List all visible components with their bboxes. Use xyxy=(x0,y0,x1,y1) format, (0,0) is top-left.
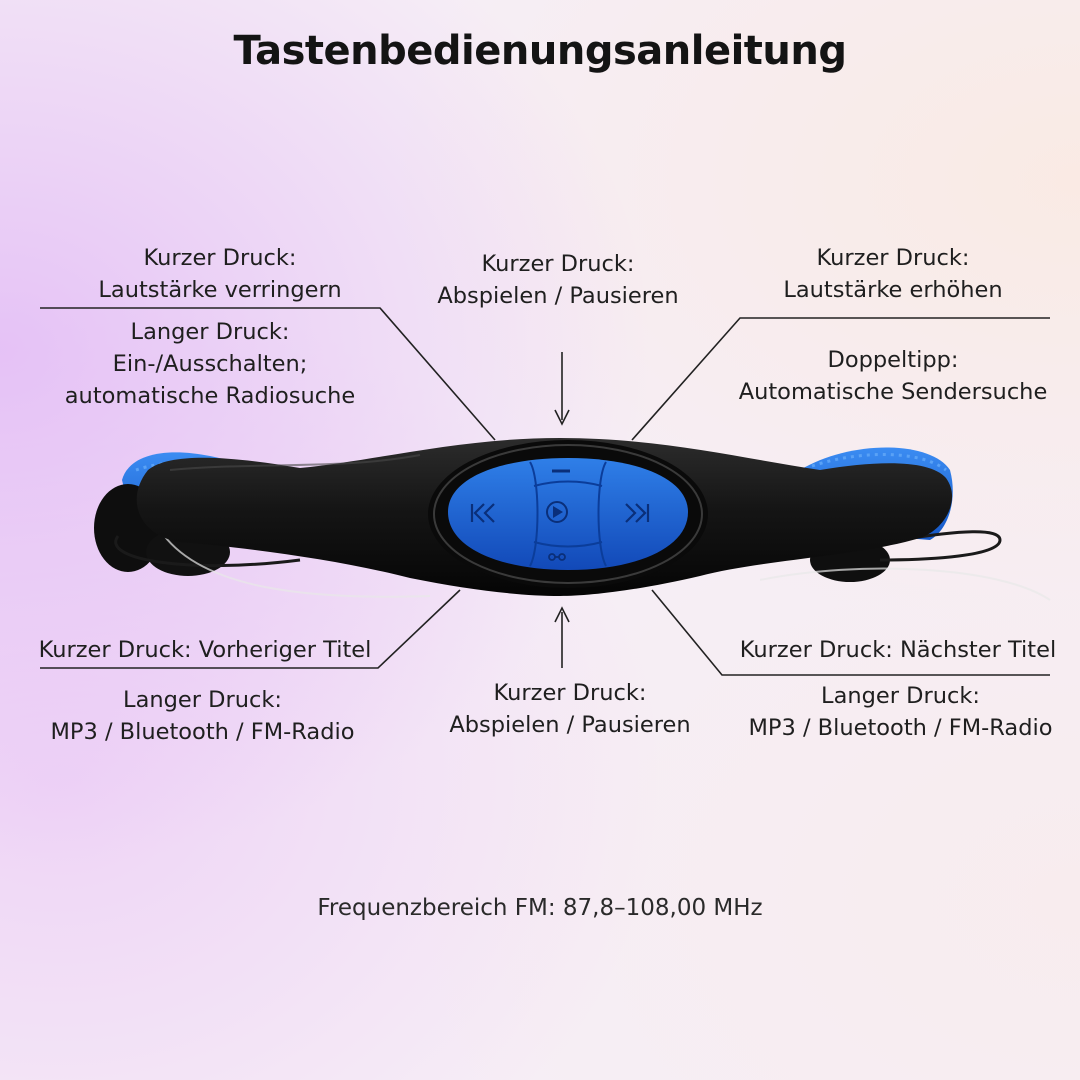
label-line: MP3 / Bluetooth / FM-Radio xyxy=(748,715,1053,741)
leader-lines xyxy=(40,307,1050,676)
label-line: Lautstärke erhöhen xyxy=(783,277,1003,303)
label-bottom-right-long: Langer Druck: MP3 / Bluetooth / FM-Radio xyxy=(728,680,1073,744)
label-bottom-right-short: Kurzer Druck: Nächster Titel xyxy=(728,634,1068,666)
label-line: Automatische Sendersuche xyxy=(738,379,1048,405)
label-top-right-short: Kurzer Druck: Lautstärke erhöhen xyxy=(738,242,1048,306)
label-line: Lautstärke verringern xyxy=(98,277,342,303)
label-line: Doppeltipp: xyxy=(827,347,959,373)
label-line: Kurzer Druck: xyxy=(816,245,970,271)
label-line: MP3 / Bluetooth / FM-Radio xyxy=(50,719,355,745)
leader-line-previous xyxy=(40,589,461,669)
label-top-left-long: Langer Druck: Ein-/Ausschalten; automati… xyxy=(40,316,380,412)
arrow-bottom-head xyxy=(554,606,570,623)
control-pad xyxy=(448,458,688,570)
label-line: Kurzer Druck: Nächster Titel xyxy=(739,637,1057,663)
label-bottom-left-long: Langer Druck: MP3 / Bluetooth / FM-Radio xyxy=(30,684,375,748)
label-top-left-short: Kurzer Druck: Lautstärke verringern xyxy=(60,242,380,306)
label-line: Langer Druck: xyxy=(123,687,282,713)
play-pause-icon xyxy=(546,501,568,523)
label-line: Kurzer Druck: xyxy=(481,251,635,277)
label-line: Kurzer Druck: Vorheriger Titel xyxy=(38,637,372,663)
leader-line-volume-down xyxy=(40,307,496,441)
label-line: Langer Druck: xyxy=(821,683,980,709)
label-line: Kurzer Druck: xyxy=(493,680,647,706)
leader-line-next xyxy=(651,589,1050,676)
label-top-right-double: Doppeltipp: Automatische Sendersuche xyxy=(718,344,1068,408)
label-line: Abspielen / Pausieren xyxy=(449,712,691,738)
label-top-center: Kurzer Druck: Abspielen / Pausieren xyxy=(408,248,708,312)
label-bottom-center: Kurzer Druck: Abspielen / Pausieren xyxy=(420,677,720,741)
next-track-icon xyxy=(625,503,650,523)
label-bottom-left-short: Kurzer Druck: Vorheriger Titel xyxy=(30,634,380,666)
leader-line-volume-up xyxy=(631,317,1050,441)
label-line: Kurzer Druck: xyxy=(143,245,297,271)
previous-track-icon xyxy=(470,503,495,523)
label-line: Ein-/Ausschalten; xyxy=(112,351,308,377)
page-title: Tastenbedienungsanleitung xyxy=(233,28,848,74)
label-line: Langer Druck: xyxy=(130,319,290,345)
mode-icon xyxy=(548,553,566,561)
arrow-top-head xyxy=(554,409,570,426)
label-line: automatische Radiosuche xyxy=(64,383,356,409)
label-line: Abspielen / Pausieren xyxy=(437,283,679,309)
frequency-range-note: Frequenzbereich FM: 87,8–108,00 MHz xyxy=(317,895,763,921)
